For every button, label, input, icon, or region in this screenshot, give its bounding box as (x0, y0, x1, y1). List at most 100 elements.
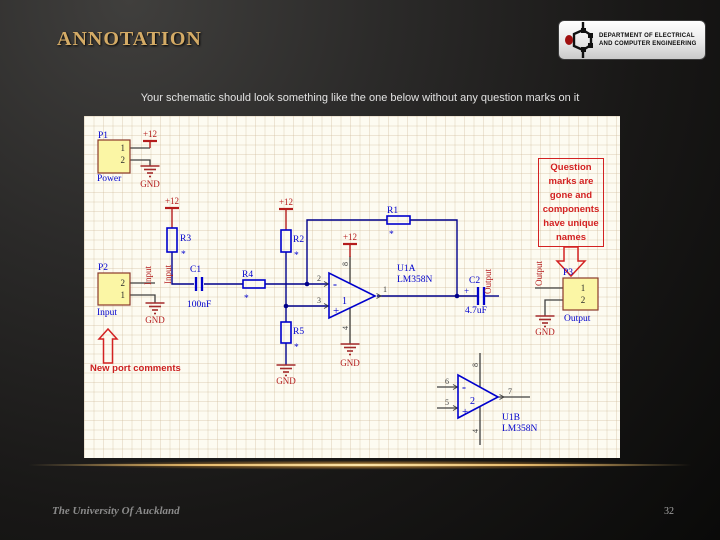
u1b-channel: 2 (470, 396, 475, 407)
r4-designator: R4 (242, 270, 253, 280)
u1a-pin-inv: 2 (317, 274, 321, 283)
gnd-symbol (276, 364, 296, 377)
p2-designator: P2 (98, 263, 108, 273)
callout-line: components (542, 204, 600, 215)
page-title: ANNOTATION (57, 28, 202, 50)
callout-line: Question (550, 162, 592, 173)
component-graphics (166, 215, 500, 420)
department-logo: DEPARTMENT OF ELECTRICAL AND COMPUTER EN… (558, 20, 706, 60)
callout-line: have unique (543, 218, 599, 229)
u1a-pin-vee: 4 (341, 326, 350, 330)
u1b-pin-inv: 6 (445, 377, 449, 386)
net-label-output: Output (483, 269, 493, 295)
r5-gnd-label: GND (276, 376, 296, 386)
c1-value: 100nF (187, 300, 211, 310)
r2-designator: R2 (293, 235, 304, 245)
r1-designator: R1 (387, 206, 398, 216)
callout-line: gone and (549, 190, 593, 201)
p1-pin-bottom: 2 (121, 155, 126, 165)
p3-pin-bottom: 2 (581, 295, 586, 305)
gnd-symbol (145, 302, 165, 315)
u1a-channel: 1 (342, 296, 347, 307)
r3-designator: R3 (180, 234, 191, 244)
p2-comment: Input (97, 308, 117, 318)
schematic-drawing: P1 1 2 Power +12 GND P2 2 1 Input GND In… (97, 129, 599, 445)
u1a-plus: + (333, 305, 339, 317)
resistor-r3-body (166, 227, 178, 253)
r3-value: * (181, 250, 186, 260)
new-port-comments-label: New port comments (90, 363, 181, 374)
up-arrow (97, 327, 119, 364)
p1-vcc-label: +12 (143, 129, 157, 139)
slide-subtitle: Your schematic should look something lik… (140, 92, 580, 104)
schematic-panel: P1 1 2 Power +12 GND P2 2 1 Input GND In… (84, 116, 620, 458)
junction (283, 303, 289, 309)
footer-university: The University Of Auckland (52, 505, 180, 517)
logo-line2: AND COMPUTER ENGINEERING (599, 41, 697, 47)
u1b-pin-vcc: 8 (471, 363, 480, 367)
u1b-part: LM358N (502, 424, 538, 434)
u1a-part: LM358N (397, 275, 433, 285)
r4-value: * (244, 294, 249, 304)
junction-dots (283, 281, 460, 309)
u1a-vcc-label: +12 (343, 232, 357, 242)
gnd-symbol (535, 315, 555, 328)
u1b-pin-noninv: 5 (445, 398, 449, 407)
resistor-r4-body (242, 279, 266, 289)
p3-pin-top: 1 (581, 283, 586, 293)
u1a-minus: - (333, 277, 337, 291)
u1a-gnd-label: GND (340, 358, 360, 368)
wire (171, 252, 194, 285)
u1b-designator: U1B (502, 413, 520, 423)
p1-comment: Power (97, 174, 122, 184)
pin-stubs (130, 147, 563, 445)
c2-designator: C2 (469, 276, 480, 286)
u1b-plus: + (462, 406, 468, 418)
page-number: 32 (664, 506, 674, 517)
c1-designator: C1 (190, 265, 201, 275)
resistor-r1-body (386, 215, 411, 225)
r5-designator: R5 (293, 327, 304, 337)
connector-p2-body (97, 272, 131, 306)
u1b-minus: - (462, 380, 466, 394)
c2-polarity: + (464, 286, 469, 296)
pin (130, 294, 156, 303)
r2-value: * (294, 251, 299, 261)
u1a-designator: U1A (397, 264, 416, 274)
pin (544, 299, 563, 316)
net-label-output: Output (534, 261, 544, 287)
connector-p3-body (562, 277, 599, 311)
p1-designator: P1 (98, 131, 108, 141)
p2-pin-bottom: 1 (121, 290, 126, 300)
gnd-symbol (340, 343, 360, 356)
p1-gnd-label: GND (140, 179, 160, 189)
logo-text: DEPARTMENT OF ELECTRICAL AND COMPUTER EN… (599, 32, 696, 48)
wire (306, 219, 387, 284)
r5-value: * (294, 343, 299, 353)
resistor-r2-body (280, 229, 292, 253)
power-symbols (143, 139, 357, 257)
junction (304, 281, 310, 287)
connector-p1-body (97, 139, 131, 174)
u1a-pin-noninv: 3 (317, 296, 321, 305)
junction (454, 293, 460, 299)
connector-bodies (97, 139, 599, 311)
p3-designator: P3 (563, 268, 573, 278)
p3-gnd-label: GND (535, 327, 555, 337)
net-label-input: Input (163, 265, 173, 284)
question-marks-callout: Question marks are gone and components h… (538, 158, 604, 247)
signal-wires (171, 219, 499, 365)
wire (410, 219, 458, 296)
p2-gnd-label: GND (145, 315, 165, 325)
u1b-pin-out: 7 (508, 387, 512, 396)
gold-divider-core (0, 464, 720, 466)
r1-value: * (389, 230, 394, 240)
u1a-pin-vcc: 8 (341, 262, 350, 266)
u1a-pin-out: 1 (383, 285, 387, 294)
opamp-u1a-body (328, 271, 377, 320)
down-arrow (555, 246, 587, 278)
resistor-r5-body (280, 321, 292, 344)
r3-vcc-label: +12 (165, 196, 179, 206)
callout-line: marks are (548, 176, 594, 187)
